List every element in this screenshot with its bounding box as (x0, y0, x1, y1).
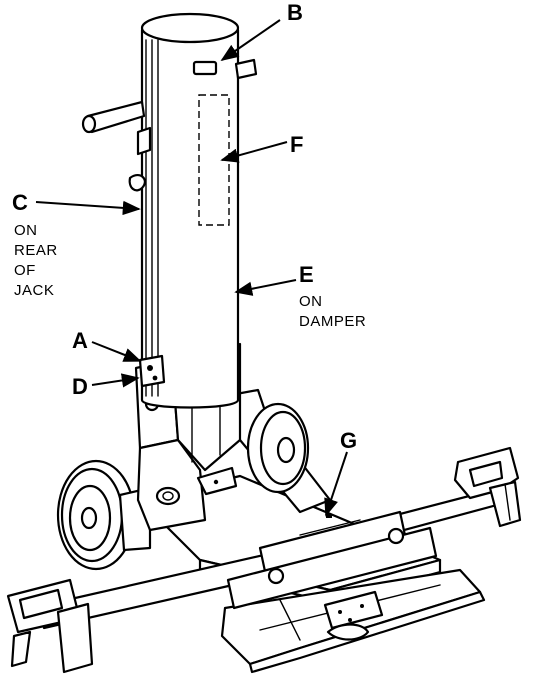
note-c-line-3: OF (14, 262, 36, 279)
note-c-line-1: ON (14, 222, 38, 239)
label-d: D (72, 374, 88, 399)
right-wheel (246, 402, 310, 494)
label-a: A (72, 328, 88, 353)
damper-tray (220, 568, 486, 674)
left-wheel (56, 459, 152, 571)
leader-c (35, 200, 141, 216)
leader-g (324, 451, 348, 517)
front-crossbar (6, 510, 438, 674)
label-f: F (290, 132, 303, 157)
leader-b (220, 19, 281, 62)
label-e: E (299, 262, 314, 287)
note-c-line-2: REAR (14, 242, 58, 259)
leader-e (234, 279, 297, 296)
handle (81, 58, 258, 134)
note-e-line-2: DAMPER (299, 313, 366, 330)
note-e-line-1: ON (299, 293, 323, 310)
note-c-line-4: JACK (14, 282, 54, 299)
leader-a (91, 341, 142, 362)
leader-f (220, 141, 288, 163)
release-valve (138, 354, 166, 388)
main-cylinder (128, 12, 240, 409)
label-c: C (12, 190, 28, 215)
label-g: G (340, 428, 357, 453)
label-b: B (287, 0, 303, 25)
leader-lines (35, 19, 348, 517)
leader-d (91, 373, 140, 388)
